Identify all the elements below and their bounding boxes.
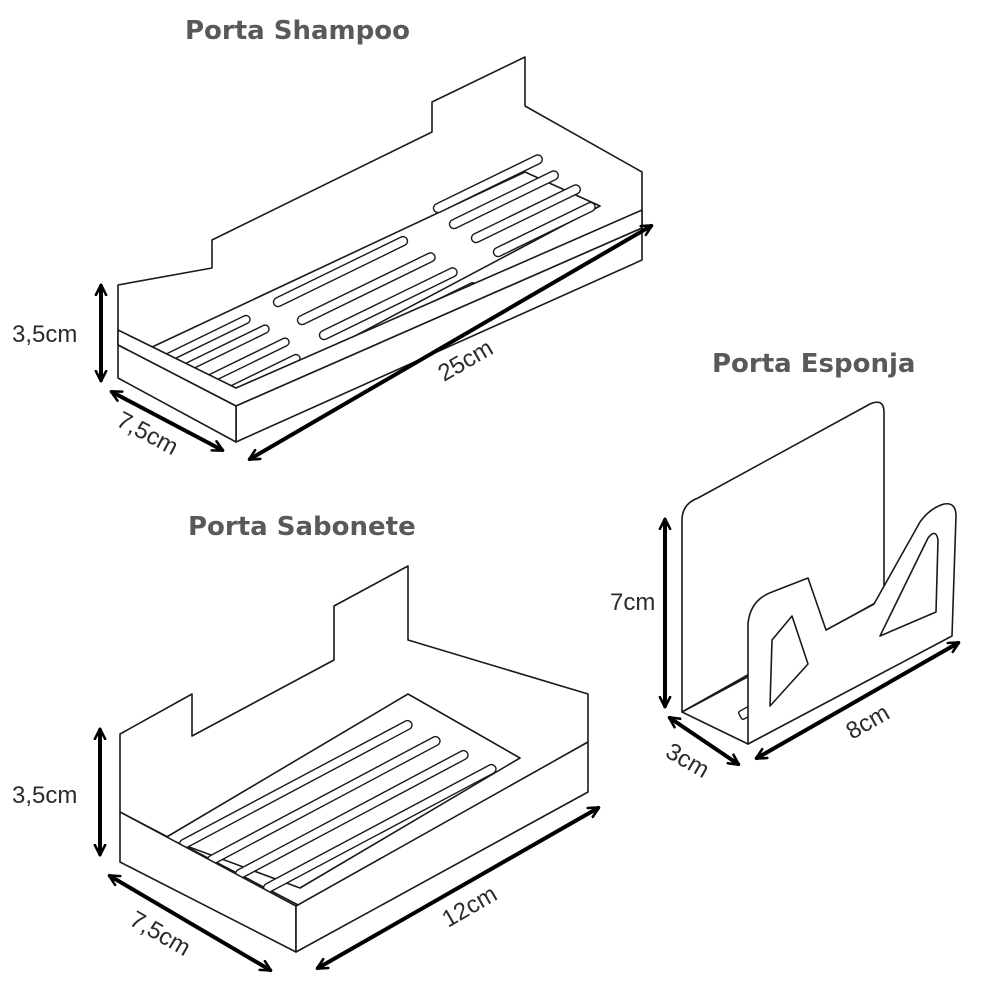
esponja-front-cutout-right [879, 532, 939, 637]
shampoo-height-label: 3,5cm [12, 321, 77, 348]
sabonete-holder-drawing [119, 565, 589, 953]
esponja-holder-drawing [681, 401, 957, 745]
esponja-depth-label: 3cm [661, 738, 714, 784]
sabonete-length-label: 12cm [438, 880, 502, 933]
esponja-back-plate [681, 401, 885, 713]
sabonete-depth-arrow [107, 874, 273, 972]
shampoo-depth-label: 7,5cm [112, 406, 182, 461]
shampoo-depth-arrow [109, 390, 225, 452]
sabonete-length-arrow [315, 806, 601, 970]
sabonete-title: Porta Sabonete [188, 512, 416, 542]
esponja-length-arrow [754, 641, 961, 760]
esponja-height-label: 7cm [610, 589, 655, 616]
shampoo-title: Porta Shampoo [185, 16, 410, 46]
sabonete-depth-label: 7,5cm [125, 906, 195, 962]
esponja-depth-arrow [667, 716, 741, 766]
esponja-title: Porta Esponja [712, 349, 916, 379]
shampoo-length-arrow [247, 224, 654, 461]
sabonete-height-label: 3,5cm [12, 782, 77, 809]
